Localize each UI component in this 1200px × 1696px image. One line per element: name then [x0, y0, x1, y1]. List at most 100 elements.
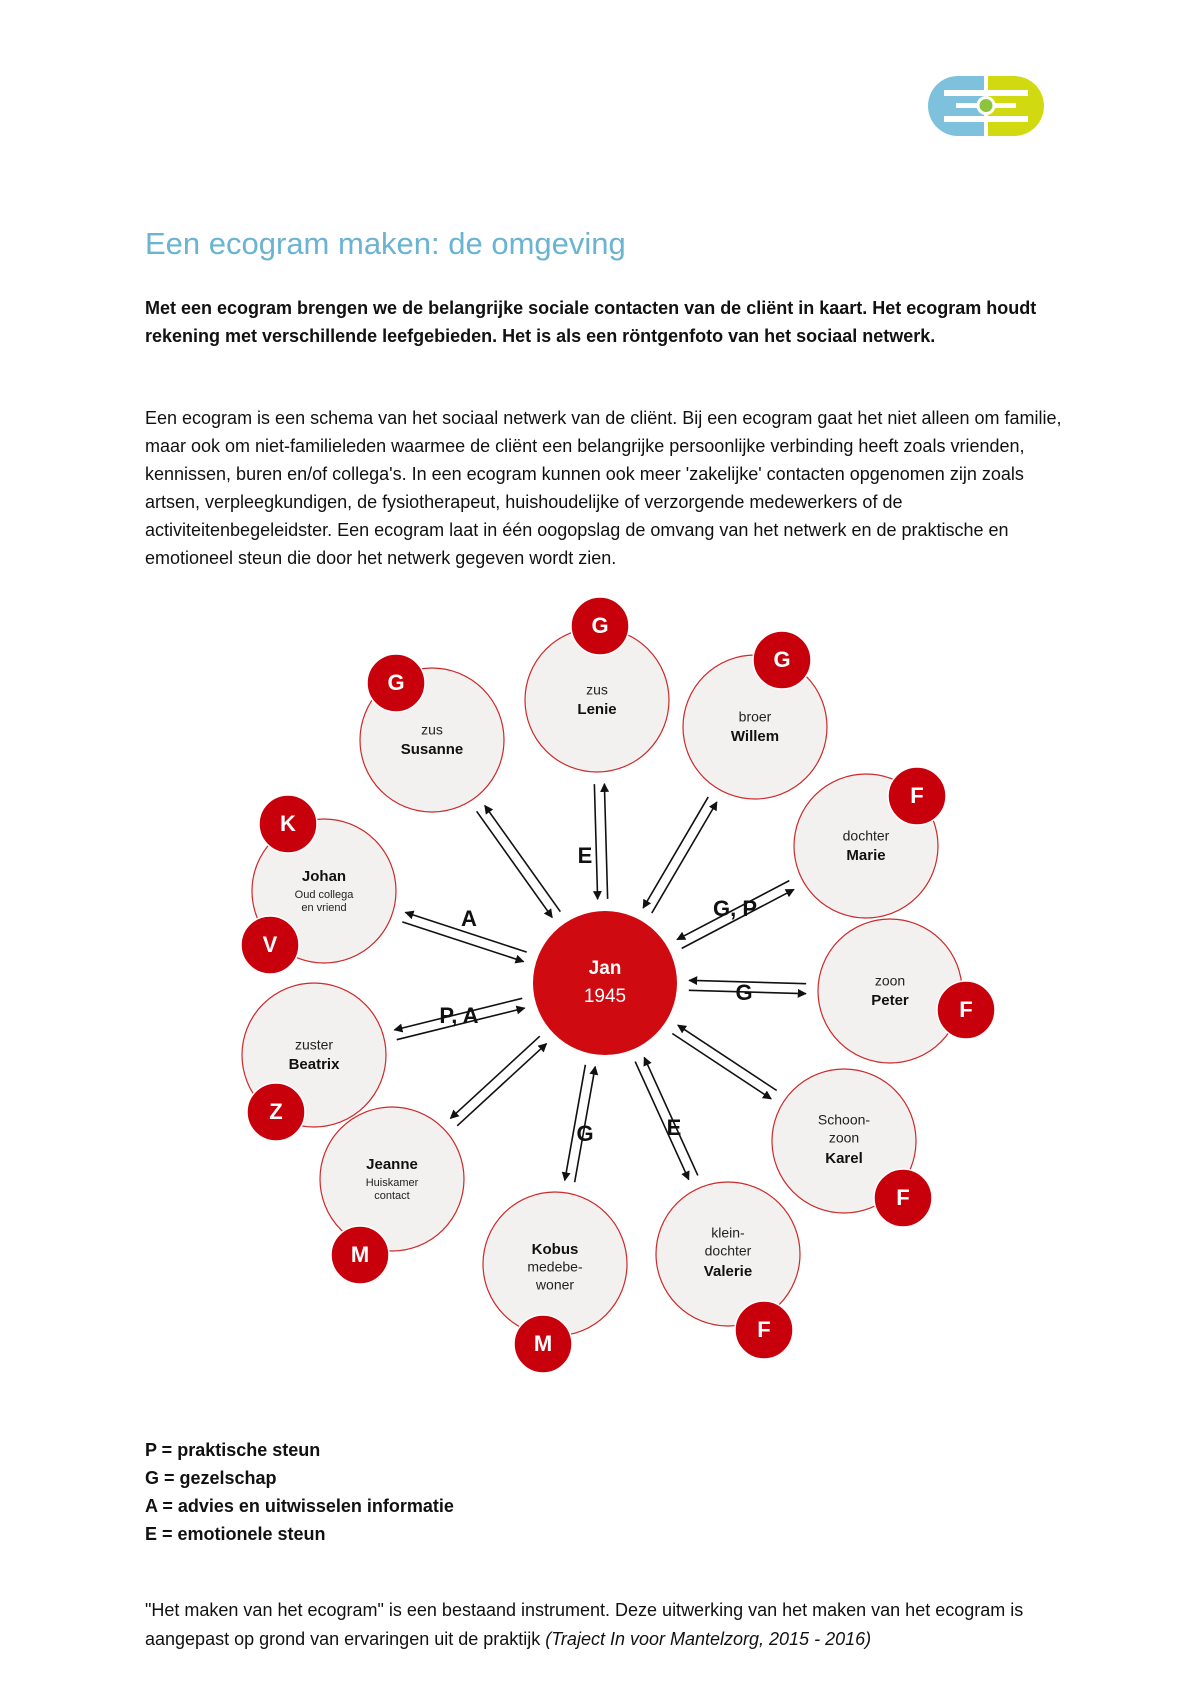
- arrow-in-johan: [402, 921, 525, 964]
- node-relation: dochter: [705, 1243, 752, 1259]
- arrow-in-susanne: [475, 810, 553, 919]
- arrow-in-jeanne: [456, 1042, 548, 1127]
- badge-letter: F: [896, 1185, 909, 1210]
- arrow-out-karel: [671, 1032, 772, 1100]
- badge-letter: M: [351, 1242, 369, 1267]
- badge-circle: [734, 1300, 794, 1360]
- arrow-out-valerie: [634, 1061, 690, 1181]
- node-name: Valerie: [704, 1263, 752, 1280]
- badge-circle: [936, 980, 996, 1040]
- legend-list: P = praktische steun G = gezelschap A = …: [145, 1436, 454, 1548]
- arrow-out-jeanne: [449, 1035, 541, 1120]
- edge-label-willem: G, P: [713, 896, 757, 921]
- footer-citation: (Traject In voor Mantelzorg, 2015 - 2016…: [545, 1629, 872, 1649]
- legend-item: E = emotionele steun: [145, 1524, 326, 1544]
- node-relation: zus: [586, 682, 608, 698]
- arrow-in-lenie: [592, 784, 602, 901]
- arrow-out-johan: [404, 910, 527, 953]
- arrow-out-susanne: [484, 804, 562, 913]
- badge-circle: [513, 1314, 573, 1374]
- node-description: Huiskamer: [366, 1177, 419, 1189]
- edge-label-johan: A: [461, 906, 477, 931]
- arrow-in-beatrix: [396, 1005, 526, 1041]
- node-relation: dochter: [843, 828, 890, 844]
- center-circle: [533, 911, 677, 1055]
- badge-letter: G: [387, 670, 404, 695]
- node-name: Johan: [302, 868, 346, 885]
- arrow-in-willem: [642, 796, 709, 909]
- node-name: Kobus: [532, 1241, 579, 1258]
- node-relation: zus: [421, 722, 443, 738]
- node-description: contact: [374, 1190, 409, 1202]
- page-title: Een ecogram maken: de omgeving: [145, 226, 626, 261]
- badge-circle: [240, 915, 300, 975]
- legend-item: A = advies en uitwisselen informatie: [145, 1496, 454, 1516]
- badge-letter: F: [757, 1317, 770, 1342]
- badge-circle: [752, 630, 812, 690]
- badge-circle: [887, 766, 947, 826]
- arrow-out-beatrix: [393, 997, 523, 1033]
- badge-circle: [873, 1168, 933, 1228]
- node-name: Susanne: [401, 741, 464, 758]
- badge-letter: G: [591, 613, 608, 638]
- center-name: Jan: [589, 958, 622, 979]
- badge-circle: [330, 1225, 390, 1285]
- node-relation: broer: [739, 709, 772, 725]
- badge-letter: F: [959, 997, 972, 1022]
- footer-text: "Het maken van het ecogram" is een besta…: [145, 1600, 1024, 1649]
- node-description: en vriend: [301, 902, 346, 914]
- footer-note: "Het maken van het ecogram" is een besta…: [145, 1596, 1085, 1654]
- arrow-out-peter: [688, 988, 807, 998]
- arrow-in-karel: [677, 1024, 778, 1092]
- node-relation: zoon: [875, 973, 905, 989]
- arrow-in-valerie: [643, 1056, 699, 1176]
- node-description: woner: [535, 1277, 574, 1293]
- node-name: Beatrix: [289, 1056, 341, 1073]
- arrow-out-kobus: [561, 1064, 587, 1182]
- node-circle: [319, 1106, 465, 1252]
- legend-item: P = praktische steun: [145, 1440, 321, 1460]
- badge-letter: G: [773, 647, 790, 672]
- node-relation: Schoon-: [818, 1112, 870, 1128]
- legend-item: G = gezelschap: [145, 1468, 277, 1488]
- badge-letter: V: [263, 932, 278, 957]
- node-name: Karel: [825, 1150, 863, 1167]
- badge-circle: [366, 653, 426, 713]
- arrow-out-willem: [651, 801, 718, 914]
- arrow-out-marie: [681, 888, 795, 950]
- badge-circle: [258, 794, 318, 854]
- badge-circle: [246, 1082, 306, 1142]
- edge-label-beatrix: P, A: [439, 1003, 478, 1028]
- node-relation: zoon: [829, 1130, 859, 1146]
- intro-paragraph: Met een ecogram brengen we de belangrijk…: [145, 298, 1037, 346]
- arrow-in-kobus: [573, 1065, 599, 1183]
- node-description: Oud collega: [295, 889, 355, 901]
- node-relation: klein-: [711, 1225, 745, 1241]
- badge-letter: F: [910, 783, 923, 808]
- arrow-in-peter: [688, 976, 807, 986]
- arrow-in-marie: [676, 879, 790, 941]
- node-circle: [655, 1181, 801, 1327]
- badge-circle: [570, 596, 630, 656]
- logo: [928, 76, 1044, 136]
- node-name: Peter: [871, 992, 909, 1009]
- node-name: Lenie: [577, 701, 616, 718]
- node-name: Jeanne: [366, 1156, 418, 1173]
- edge-label-peter: G: [735, 980, 752, 1005]
- body-paragraph: Een ecogram is een schema van het sociaa…: [145, 408, 1062, 568]
- node-circle: [771, 1068, 917, 1214]
- badge-letter: K: [280, 811, 296, 836]
- edge-label-valerie: E: [667, 1115, 682, 1140]
- node-name: Marie: [846, 847, 885, 864]
- node-relation: zuster: [295, 1037, 333, 1053]
